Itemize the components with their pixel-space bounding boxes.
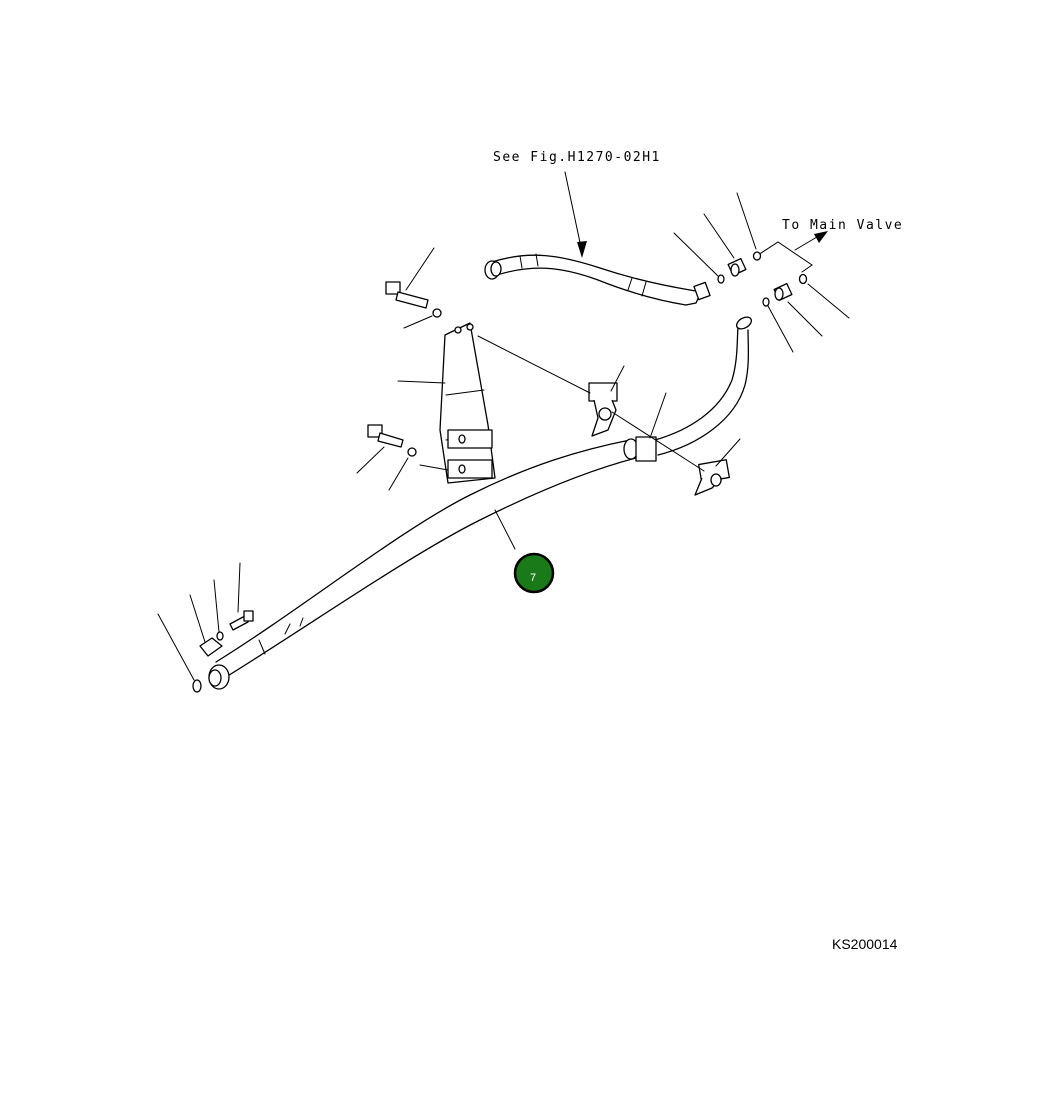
to-main-valve-label: To Main Valve <box>782 218 903 233</box>
see-fig-arrow <box>564 171 587 258</box>
bracket-link-line <box>419 464 449 471</box>
bolt-lower <box>367 424 417 457</box>
clamp-upper <box>588 382 618 437</box>
drawing-code: KS200014 <box>832 936 898 952</box>
clamp-link-line <box>477 335 591 394</box>
callout-7[interactable]: 7 <box>513 552 555 594</box>
bolt-left <box>192 610 254 693</box>
to-main-valve-arrow <box>757 231 828 273</box>
upper-hose <box>484 253 711 306</box>
see-fig-label: See Fig.H1270-02H1 <box>493 150 661 165</box>
clamp-right <box>694 459 731 496</box>
bracket <box>439 322 496 484</box>
bolt-upper <box>385 281 442 318</box>
main-hose <box>208 316 753 690</box>
upper-fittings <box>717 251 808 307</box>
callout-number: 7 <box>530 572 536 584</box>
clamp-link-line-2 <box>611 411 705 472</box>
callout-circle <box>513 552 555 594</box>
leader-lines <box>157 192 850 681</box>
